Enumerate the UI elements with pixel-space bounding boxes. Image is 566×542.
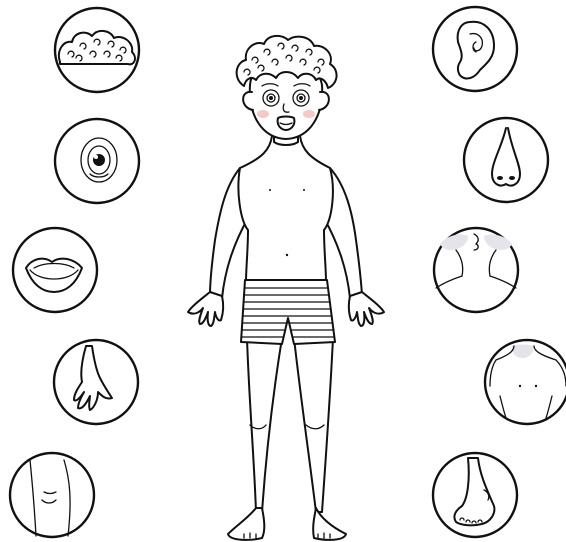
ear-circle [433, 7, 517, 91]
right-leg [294, 338, 333, 512]
torso [238, 136, 332, 282]
neck-circle [434, 228, 518, 312]
right-cheek [303, 110, 315, 118]
mouth-circle [13, 228, 97, 312]
hand-circle [54, 340, 138, 424]
boy-figure [188, 36, 384, 540]
knee-circle [10, 453, 94, 537]
left-foot [228, 508, 264, 540]
left-cheek [257, 110, 269, 118]
right-ear [319, 92, 329, 110]
shoulders-circle [485, 340, 566, 424]
right-hand [349, 292, 384, 326]
left-leg [247, 338, 282, 512]
left-hand [188, 292, 223, 326]
striped-shorts [241, 280, 335, 344]
foot-circle [433, 453, 517, 537]
hair-circle [55, 8, 139, 92]
nose-circle [464, 118, 548, 202]
eye-circle [55, 119, 139, 203]
left-ear [243, 92, 253, 110]
